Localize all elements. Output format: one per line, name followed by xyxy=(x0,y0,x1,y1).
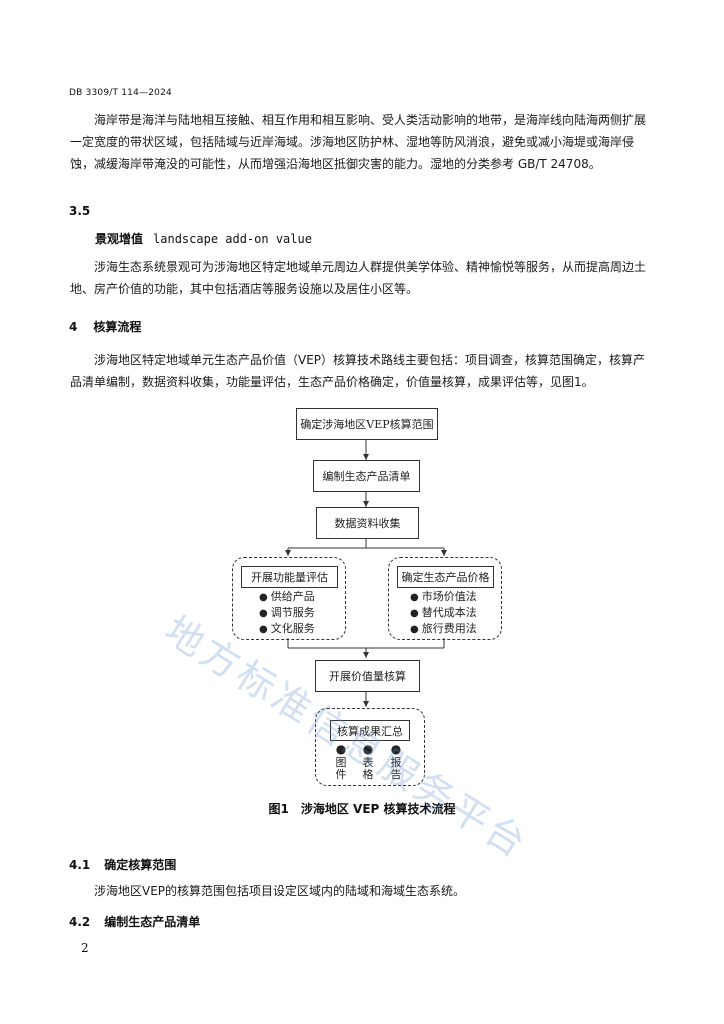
function-assessment-list: 供给产品 调节服务 文化服务 xyxy=(259,589,315,637)
flow-step-data-collection: 数据资料收集 xyxy=(316,507,419,539)
paragraph-coastal-zone: 海岸带是海洋与陆地相互接触、相互作用和相互影响、受人类活动影响的地带，是海岸线向… xyxy=(70,113,647,171)
list-item: 文化服务 xyxy=(259,621,315,637)
flow-step-value-accounting: 开展价值量核算 xyxy=(315,660,420,692)
section-4-1-number: 4.1 xyxy=(69,858,91,872)
term-3-5-chinese: 景观增值 xyxy=(95,232,144,246)
section-3-5-number: 3.5 xyxy=(69,204,91,218)
list-item: 供给产品 xyxy=(259,589,315,605)
document-id-header: DB 3309/T 114—2024 xyxy=(69,88,172,98)
section-4-heading: 4 核算流程 xyxy=(69,318,141,335)
price-determination-list: 市场价值法 替代成本法 旅行费用法 xyxy=(410,589,477,637)
paragraph-accounting-route: 涉海地区特定地域单元生态产品价值（VEP）核算技术路线主要包括：项目调查，核算范… xyxy=(70,353,646,389)
term-3-5-english: landscape add-on value xyxy=(153,232,312,246)
section-4-number: 4 xyxy=(69,320,78,334)
flow-step-product-list: 编制生态产品清单 xyxy=(313,460,420,492)
figure-caption: 图1 涉海地区 VEP 核算技术流程 xyxy=(268,802,456,816)
list-item: 替代成本法 xyxy=(410,605,477,621)
flow-step-function-assessment: 开展功能量评估 xyxy=(241,566,338,588)
group-results-summary xyxy=(315,708,425,786)
term-3-5: 景观增值 landscape add-on value xyxy=(95,230,312,247)
flow-step-define-scope: 确定涉海地区VEP核算范围 xyxy=(296,408,438,440)
output-reports: ●报告 xyxy=(390,742,402,781)
section-4-2-number: 4.2 xyxy=(69,915,91,929)
output-tables: ●表格 xyxy=(362,742,374,781)
list-item: 旅行费用法 xyxy=(410,621,477,637)
paragraph-scope: 涉海地区VEP的核算范围包括项目设定区域内的陆域和海域生态系统。 xyxy=(94,884,466,898)
section-4-2-heading: 4.2 编制生态产品清单 xyxy=(69,913,200,930)
section-4-2-title: 编制生态产品清单 xyxy=(104,915,201,929)
group-price-determination xyxy=(388,557,502,640)
section-4-1-heading: 4.1 确定核算范围 xyxy=(69,856,176,873)
list-item: 调节服务 xyxy=(259,605,315,621)
section-4-title: 核算流程 xyxy=(93,320,142,334)
output-maps: ●图件 xyxy=(335,742,347,781)
section-4-1-title: 确定核算范围 xyxy=(104,858,177,872)
flow-step-price-determination: 确定生态产品价格 xyxy=(397,566,494,588)
paragraph-landscape-value: 涉海生态系统景观可为涉海地区特定地域单元周边人群提供美学体验、精神愉悦等服务，从… xyxy=(70,260,647,296)
flow-step-results-summary: 核算成果汇总 xyxy=(330,720,410,741)
list-item: 市场价值法 xyxy=(410,589,477,605)
group-function-assessment xyxy=(232,557,346,640)
page-number: 2 xyxy=(81,941,89,955)
